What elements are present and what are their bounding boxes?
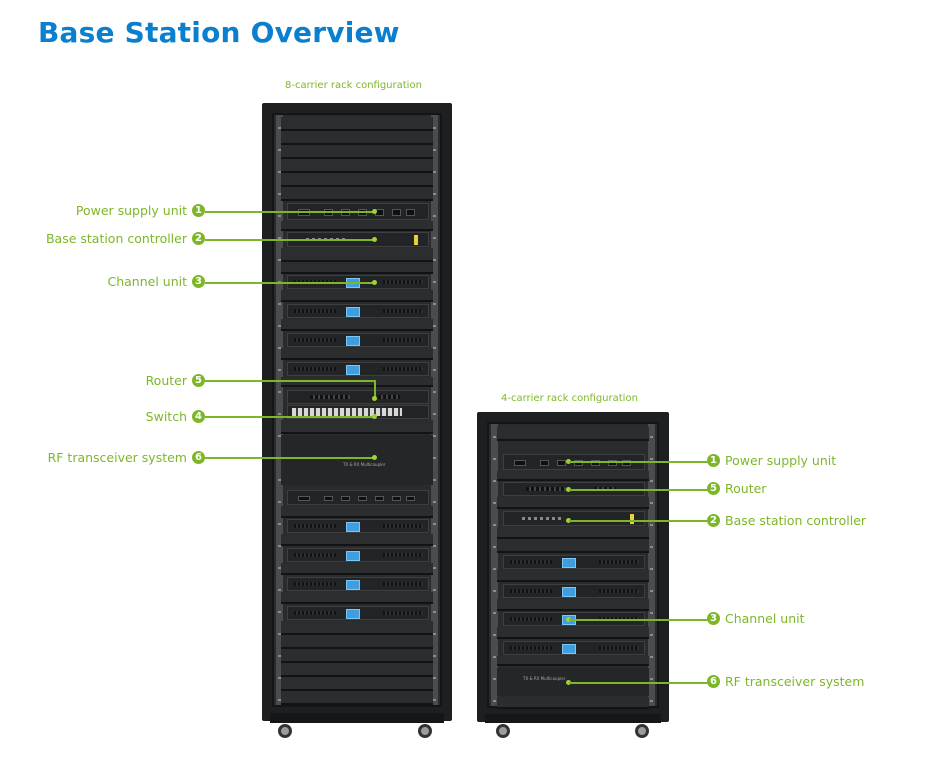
rack-8-channel-unit — [287, 519, 429, 533]
callout-number-badge: 2 — [707, 514, 720, 527]
rack-8-channel-unit — [287, 548, 429, 562]
rack-4-channel-unit — [503, 555, 645, 569]
rack-4-channel-unit — [503, 584, 645, 598]
caster-icon — [496, 724, 510, 738]
callout-number-badge: 1 — [192, 204, 205, 217]
rack-8-rf-transceiver-system: TX & RX Multicoupler — [281, 435, 433, 485]
rack-8-channel-unit — [287, 577, 429, 591]
callout-number-badge: 2 — [192, 232, 205, 245]
callout-number-badge: 5 — [192, 374, 205, 387]
callout-number-badge: 6 — [707, 675, 720, 688]
rack-8-channel-unit — [287, 606, 429, 620]
rack-4-base-station-controller — [503, 511, 645, 526]
rack-8-router — [287, 390, 429, 404]
callout-number-badge: 5 — [707, 482, 720, 495]
caster-icon — [635, 724, 649, 738]
caster-icon — [418, 724, 432, 738]
rack-4-channel-unit — [503, 641, 645, 655]
rack-rail-right — [431, 115, 438, 705]
rack-4-caption: 4-carrier rack configuration — [501, 393, 638, 404]
rack-8-power-supply-unit-2 — [287, 490, 429, 505]
rack-rail-left — [276, 115, 283, 705]
rack-8-caption: 8-carrier rack configuration — [285, 80, 422, 91]
callout-number-badge: 3 — [707, 612, 720, 625]
callout-number-badge: 1 — [707, 454, 720, 467]
caster-icon — [278, 724, 292, 738]
rack-8-channel-unit — [287, 362, 429, 376]
rack-8-switch — [287, 405, 429, 419]
callout-number-badge: 4 — [192, 410, 205, 423]
callout-number-badge: 3 — [192, 275, 205, 288]
rack-8-channel-unit — [287, 304, 429, 318]
callout-number-badge: 6 — [192, 451, 205, 464]
page-title: Base Station Overview — [38, 16, 400, 49]
rack-rail-right — [648, 424, 655, 706]
rack-8-channel-unit — [287, 333, 429, 347]
rack-rail-left — [491, 424, 498, 706]
